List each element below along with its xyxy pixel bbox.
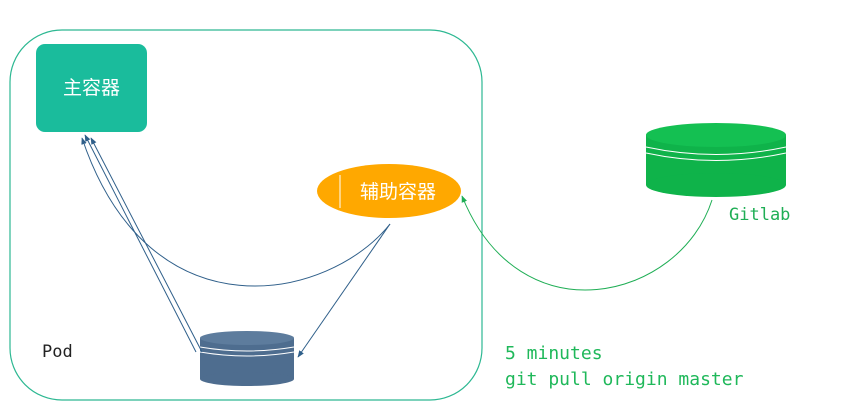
- volume-top: [200, 331, 294, 345]
- arrow-sidecar-to-volume: [297, 223, 391, 358]
- gitlab-label: Gitlab: [729, 205, 790, 225]
- arrow-gitlab-to-sidecar: [461, 195, 713, 291]
- main-container-box: [36, 44, 147, 132]
- arrow-volume-to-main-2: [90, 137, 203, 353]
- gitlab-bottom: [646, 173, 786, 197]
- arrow-sidecar-to-main-curve: [81, 137, 391, 287]
- main-container-node: 主容器: [36, 44, 147, 132]
- note-interval: 5 minutes: [505, 343, 603, 364]
- gitlab-band-2: [645, 152, 787, 161]
- note-command: git pull origin master: [505, 369, 744, 390]
- volume-bottom: [200, 372, 294, 386]
- sidecar-label: 辅助容器: [360, 181, 436, 203]
- volume-band-1: [199, 346, 295, 352]
- gitlab-band-1: [645, 146, 787, 155]
- pod-label: Pod: [42, 342, 73, 362]
- arrow-volume-to-main-1: [84, 134, 197, 353]
- sidecar-node: 辅助容器: [317, 164, 461, 218]
- volume-band-2: [199, 351, 295, 357]
- main-container-label: 主容器: [63, 77, 120, 99]
- shared-volume: [199, 331, 295, 386]
- pod-boundary: [9, 29, 483, 401]
- gitlab-node: Gitlab: [645, 123, 790, 225]
- sidecar-ellipse: [317, 164, 461, 218]
- gitlab-top: [646, 123, 786, 147]
